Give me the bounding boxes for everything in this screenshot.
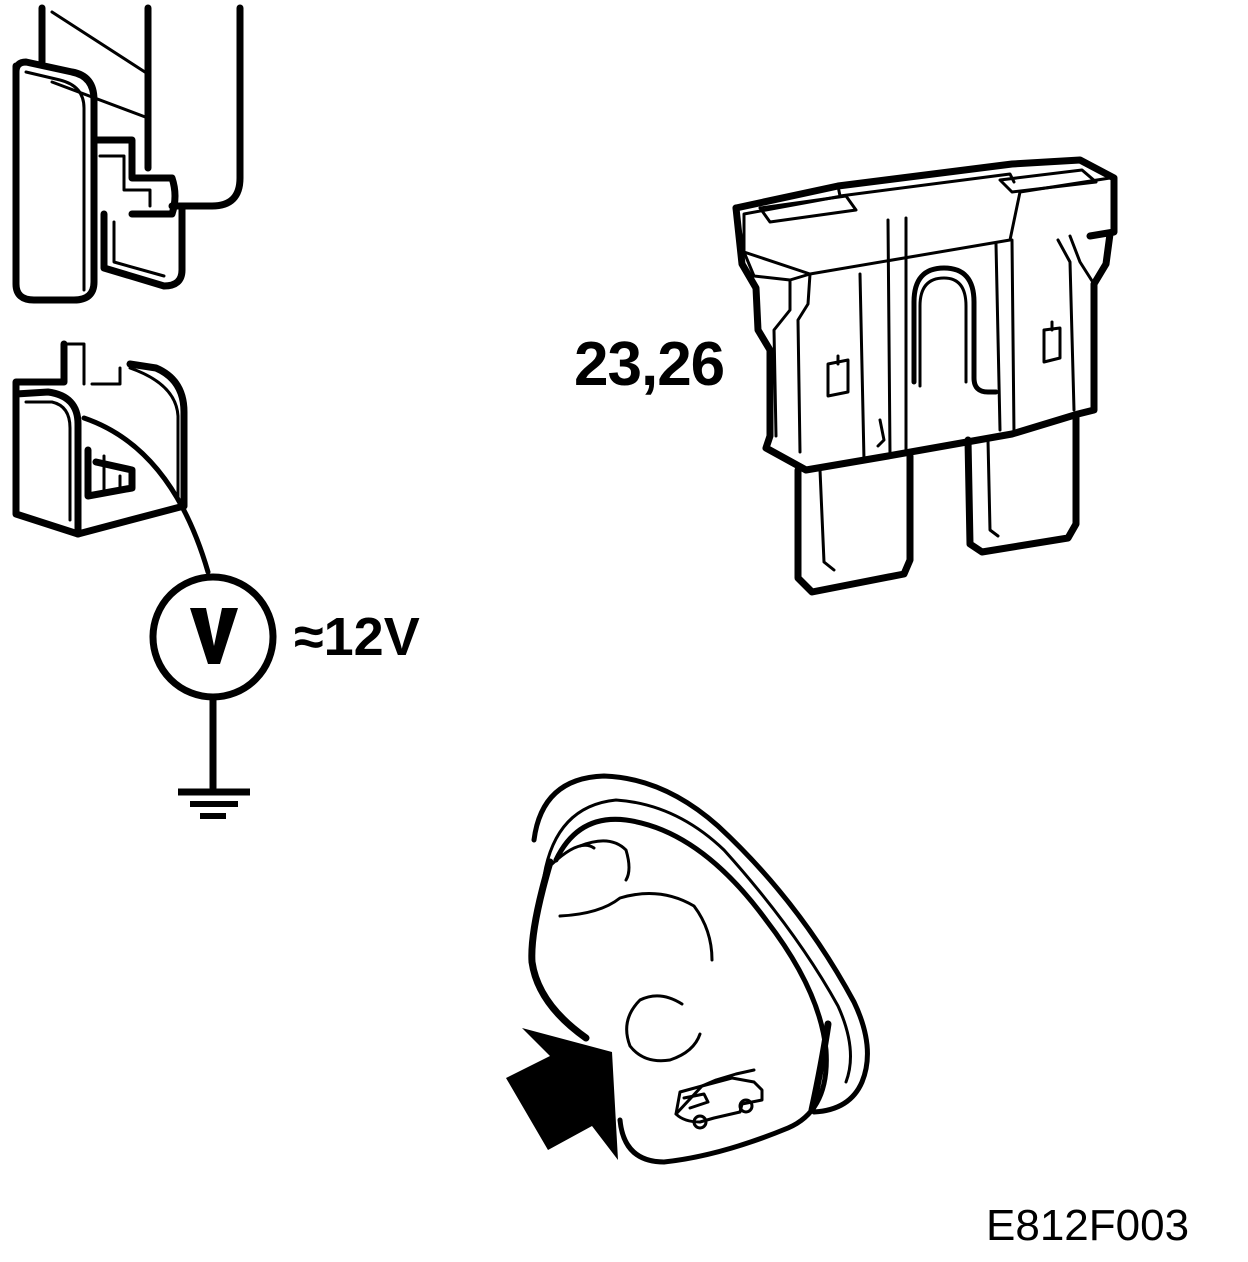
fuse-socket-icon: [12, 4, 244, 304]
voltage-reading-label: ≈12V: [294, 607, 420, 667]
fuse-socket-probe-icon: [12, 340, 211, 575]
voltmeter-icon: [149, 573, 277, 792]
press-arrow-icon: [506, 1028, 618, 1160]
car-hood-open-icon: [674, 1068, 764, 1130]
ground-icon: [178, 788, 250, 819]
figure-id-label: E812F003: [986, 1201, 1190, 1250]
hood-release-switch-icon: [528, 773, 870, 1165]
blade-fuse-icon: [732, 156, 1118, 596]
fuse-reference-label: 23,26: [574, 330, 725, 399]
